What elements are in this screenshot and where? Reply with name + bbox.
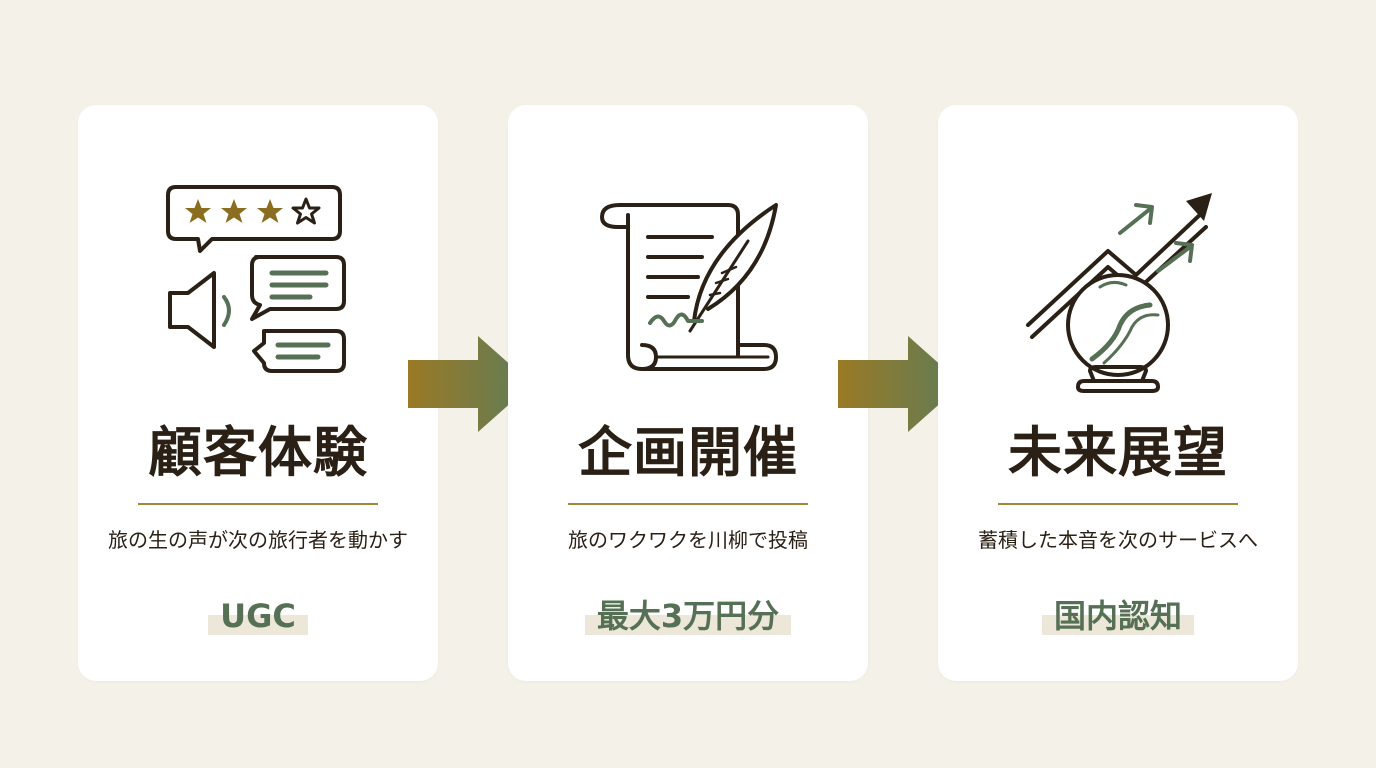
step-card-future-outlook: 未来展望 蓄積した本音を次のサービスへ 国内認知 (938, 105, 1298, 681)
step-tag: 最大3万円分 (508, 591, 868, 641)
tag-highlight: 国内認知 (1041, 591, 1195, 641)
tag-label: UGC (220, 597, 296, 635)
tag-highlight: 最大3万円分 (584, 591, 792, 641)
step-subtitle: 旅の生の声が次の旅行者を動かす (108, 528, 408, 552)
title-divider (138, 503, 378, 505)
right-arrow-icon (408, 336, 532, 432)
tag-label: 最大3万円分 (596, 597, 780, 635)
review-megaphone-icon (148, 175, 368, 395)
tag-highlight: UGC (208, 591, 308, 641)
step-title: 顧客体験 (148, 420, 368, 484)
step-tag: UGC (78, 591, 438, 641)
crystal-ball-growth-icon (1008, 175, 1228, 395)
title-divider (568, 503, 808, 505)
scroll-quill-icon (578, 175, 798, 395)
tag-label: 国内認知 (1053, 597, 1182, 635)
step-title: 企画開催 (578, 420, 798, 484)
step-tag: 国内認知 (938, 591, 1298, 641)
step-card-campaign: 企画開催 旅のワクワクを川柳で投稿 最大3万円分 (508, 105, 868, 681)
step-title: 未来展望 (1008, 420, 1228, 484)
step-subtitle: 旅のワクワクを川柳で投稿 (568, 528, 808, 552)
step-card-customer-experience: 顧客体験 旅の生の声が次の旅行者を動かす UGC (78, 105, 438, 681)
step-subtitle: 蓄積した本音を次のサービスへ (978, 528, 1258, 552)
right-arrow-icon (838, 336, 962, 432)
title-divider (998, 503, 1238, 505)
